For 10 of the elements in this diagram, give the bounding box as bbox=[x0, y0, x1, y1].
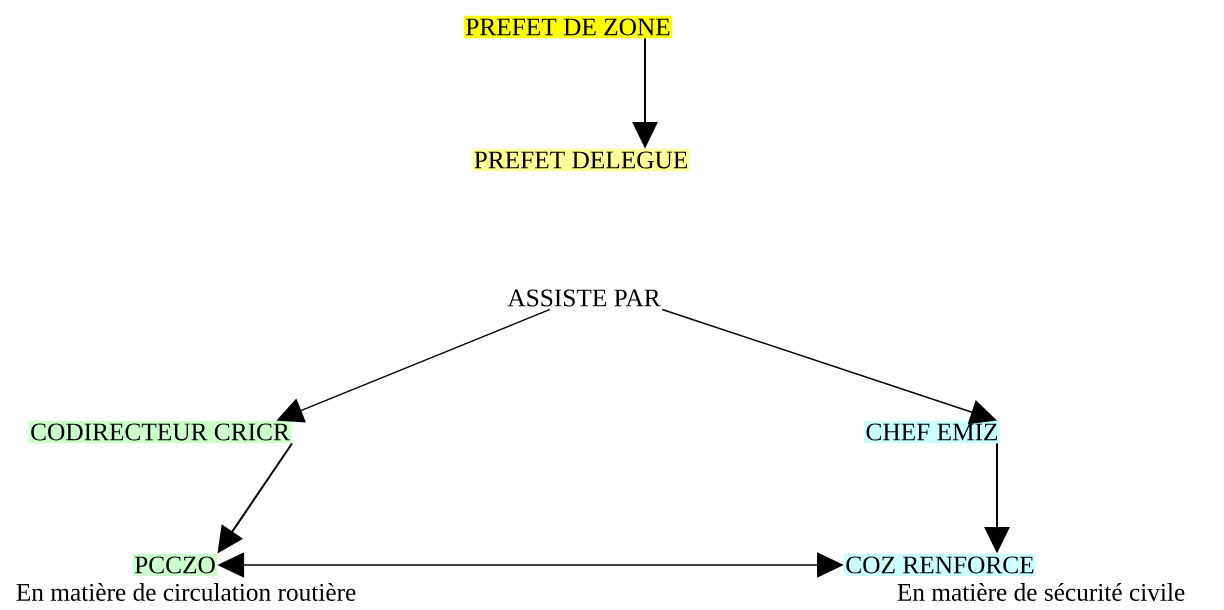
unit-box: CHEF EMIZ bbox=[864, 420, 1000, 444]
unit-box: PCCZO bbox=[132, 553, 218, 577]
label-text: ASSISTE PAR bbox=[507, 289, 661, 307]
unit-box: COZ RENFORCE bbox=[844, 553, 1036, 577]
title-box: PREFET DE ZONE bbox=[463, 15, 673, 39]
unit-box: CODIRECTEUR CRICR bbox=[28, 420, 292, 444]
title-box: PREFET DELEGUE bbox=[472, 148, 690, 172]
description-text: En matière de sécurité civile bbox=[897, 583, 1185, 601]
arrow bbox=[661, 308, 997, 425]
description-text: En matière de circulation routière bbox=[16, 583, 356, 601]
